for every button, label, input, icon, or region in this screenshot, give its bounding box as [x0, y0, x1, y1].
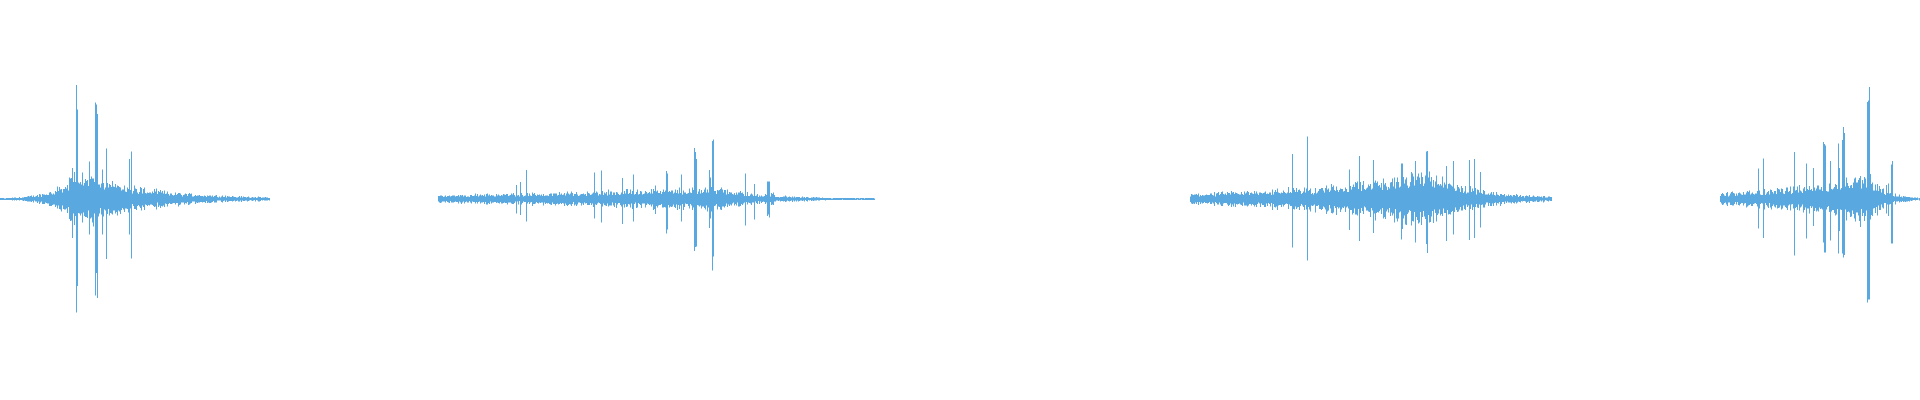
waveform-clip-2: [438, 139, 875, 271]
waveform-clip-1: [0, 85, 270, 313]
waveform-clip-4: [1720, 86, 1920, 303]
waveform-clip-3: [1190, 136, 1552, 261]
